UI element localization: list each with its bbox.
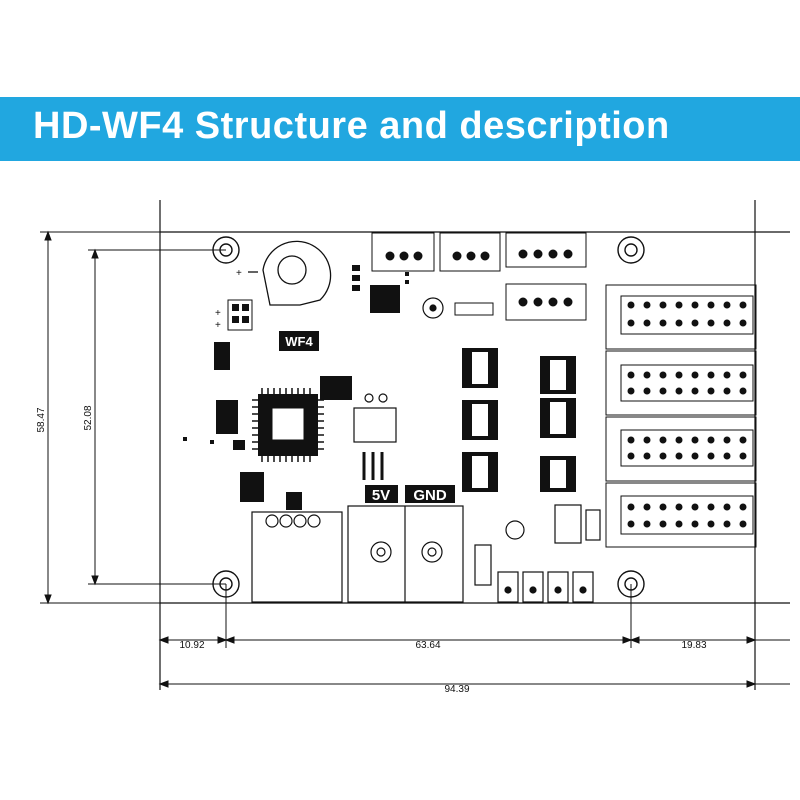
driver-chips xyxy=(462,348,576,492)
page-title: HD-WF4 Structure and description xyxy=(33,105,670,147)
dimension-left-inner: 52.08 xyxy=(83,405,94,430)
board-outline xyxy=(159,200,790,690)
connector-icon xyxy=(371,232,587,321)
regulator-icon xyxy=(353,393,397,480)
dimension-bottom-total: 94.39 xyxy=(444,684,469,695)
dimension-bottom-mid: 63.64 xyxy=(415,640,440,651)
power-label-gnd: GND xyxy=(413,487,447,504)
bottom-connectors xyxy=(474,504,601,603)
usb-connector-icon xyxy=(251,511,343,603)
power-terminal-icon xyxy=(347,505,464,603)
plus-mark: + xyxy=(236,268,242,279)
dimension-left-outer: 58.47 xyxy=(36,407,47,432)
power-label-box-5v xyxy=(365,485,398,503)
title-banner: HD-WF4 Structure and description xyxy=(0,97,800,161)
model-label-box xyxy=(279,331,319,351)
dimension-lines xyxy=(40,230,790,688)
plus-mark: + xyxy=(215,320,221,331)
plus-mark: + xyxy=(215,308,221,319)
dimension-bottom-left: 10.92 xyxy=(179,640,204,651)
battery-icon xyxy=(248,240,332,306)
model-label: WF4 xyxy=(285,334,313,349)
smd-components xyxy=(183,265,409,510)
dimension-bottom-right: 19.83 xyxy=(681,640,706,651)
pin-header-icon xyxy=(605,284,757,548)
chip-icon xyxy=(252,388,324,462)
potentiometer-icon xyxy=(422,297,444,319)
power-label-5v: 5V xyxy=(372,487,390,504)
power-label-box-gnd xyxy=(405,485,455,503)
header-pins xyxy=(627,301,747,528)
